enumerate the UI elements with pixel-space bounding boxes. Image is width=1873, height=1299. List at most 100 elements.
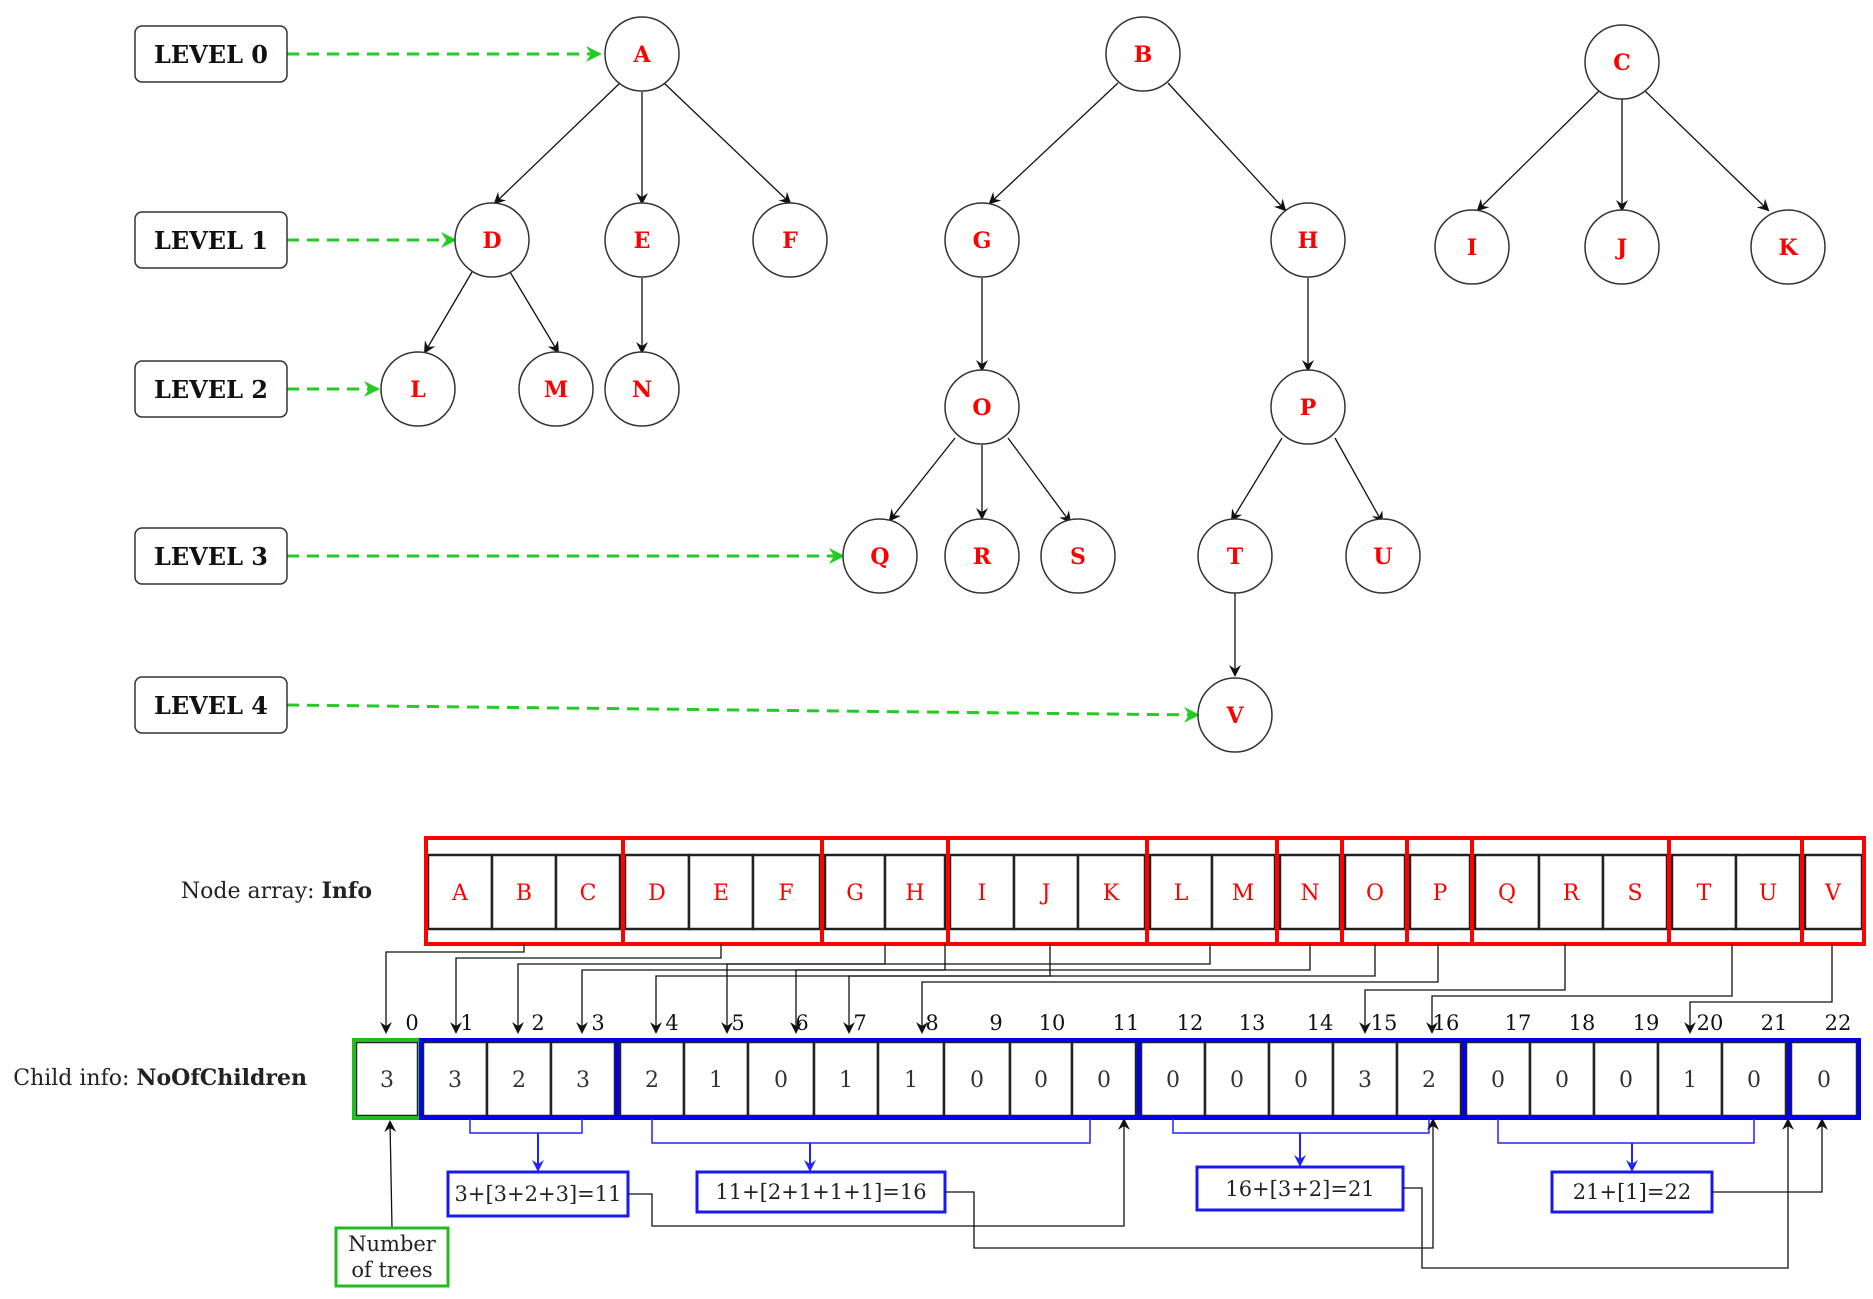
connector xyxy=(1426,944,1733,1034)
index-label: 0 xyxy=(405,1011,418,1035)
index-label: 4 xyxy=(665,1011,678,1035)
feedback-connector xyxy=(1712,1118,1828,1193)
child-cell-text: 3 xyxy=(576,1068,590,1093)
child-cell xyxy=(1720,1040,1788,1118)
info-cell xyxy=(1076,853,1147,931)
edge-o-q xyxy=(888,437,956,522)
info-cell xyxy=(883,853,947,931)
info-cell xyxy=(1734,853,1802,931)
node-u-label: U xyxy=(1373,544,1392,570)
child-cell-text: 0 xyxy=(1230,1068,1244,1093)
node-r-label: R xyxy=(973,544,992,570)
info-cell xyxy=(1343,853,1407,931)
level-2-label: LEVEL 2 xyxy=(154,375,268,404)
tree-edges xyxy=(423,82,1770,677)
info-cell xyxy=(490,853,558,931)
child-indices: 0 1 2 3 4 5 6 7 8 9 10 11 12 13 14 15 16… xyxy=(405,1011,1851,1035)
index-label: 6 xyxy=(795,1011,808,1035)
node-j-label: J xyxy=(1615,235,1627,261)
edge-c-i xyxy=(1476,89,1601,212)
sum-bracket xyxy=(469,1118,583,1134)
index-label: 10 xyxy=(1039,1011,1066,1035)
child-cell-text: 3 xyxy=(1358,1068,1372,1093)
child-cell-text: 0 xyxy=(970,1068,984,1093)
info-cell-text: C xyxy=(580,881,597,906)
node-m-label: M xyxy=(544,377,568,403)
index-label: 14 xyxy=(1307,1011,1334,1035)
child-cell-text: 0 xyxy=(1817,1068,1831,1093)
level-4-box xyxy=(134,676,288,734)
node-u xyxy=(1345,518,1421,594)
info-cell-text: D xyxy=(648,881,666,906)
index-label: 11 xyxy=(1113,1011,1140,1035)
feedback-connector xyxy=(628,1118,1130,1227)
children-array-label: Child info: NoOfChildren xyxy=(13,1065,307,1091)
child-cell-text: 1 xyxy=(1683,1068,1697,1093)
node-j xyxy=(1584,209,1660,285)
node-r xyxy=(944,518,1020,594)
edge-p-u xyxy=(1334,437,1383,524)
node-i-label: I xyxy=(1467,235,1477,261)
tree-count-label-line1: Number xyxy=(348,1232,437,1256)
info-cell-text: I xyxy=(978,881,987,906)
sum-bracket xyxy=(1497,1118,1755,1144)
index-label: 18 xyxy=(1569,1011,1596,1035)
child-cell-text: 3 xyxy=(448,1068,462,1093)
sum-bracket xyxy=(1172,1118,1430,1134)
sum-text: 21+[1]=22 xyxy=(1573,1180,1691,1204)
info-cell-text: N xyxy=(1300,881,1319,906)
child-cell-text: 2 xyxy=(645,1068,659,1093)
node-q-label: Q xyxy=(870,544,889,570)
child-cell-text: 0 xyxy=(1294,1068,1308,1093)
edge-d-l xyxy=(423,271,473,354)
child-cell xyxy=(1528,1040,1596,1118)
node-c xyxy=(1584,24,1660,100)
index-label: 12 xyxy=(1177,1011,1204,1035)
connector xyxy=(790,944,1311,1034)
index-label: 8 xyxy=(925,1011,938,1035)
node-e-label: E xyxy=(634,228,651,254)
info-cell xyxy=(1601,853,1669,931)
info-cell-text: B xyxy=(516,881,532,906)
info-cell-text: Q xyxy=(1498,881,1516,906)
child-cell-text: 1 xyxy=(839,1068,853,1093)
level-0-box xyxy=(134,25,288,83)
level-2-box xyxy=(134,360,288,418)
index-label: 1 xyxy=(460,1011,473,1035)
node-h-label: H xyxy=(1298,228,1319,254)
edge-a-f xyxy=(663,82,792,205)
child-cell-text: 0 xyxy=(1166,1068,1180,1093)
node-v xyxy=(1197,677,1273,753)
info-cell-text: G xyxy=(846,881,864,906)
child-cell-text: 0 xyxy=(774,1068,788,1093)
children-array: 3 3 2 3 2 1 0 1 1 0 0 0 0 0 0 3 2 0 0 xyxy=(352,1038,1861,1120)
sum-bracket xyxy=(651,1118,1091,1144)
sum-annotations: 3+[3+2+3]=11 11+[2+1+1+1]=16 16+[3+2]=21… xyxy=(446,1118,1755,1218)
child-cell-text: 0 xyxy=(1747,1068,1761,1093)
index-label: 19 xyxy=(1633,1011,1660,1035)
node-s xyxy=(1040,518,1116,594)
child-cell-text: 2 xyxy=(512,1068,526,1093)
child-cell xyxy=(1008,1040,1074,1118)
info-cell xyxy=(1012,853,1080,931)
node-n-label: N xyxy=(632,377,652,403)
edge-c-k xyxy=(1643,89,1770,212)
info-cell-text: V xyxy=(1824,881,1842,906)
index-label: 17 xyxy=(1505,1011,1532,1035)
child-cell-text: 2 xyxy=(1422,1068,1436,1093)
node-t-label: T xyxy=(1227,544,1244,570)
sum-box xyxy=(1195,1165,1405,1212)
node-f-label: F xyxy=(782,228,798,254)
info-cell-text: F xyxy=(778,881,793,906)
info-cell-text: K xyxy=(1103,881,1120,906)
node-e xyxy=(604,202,680,278)
level-4-label: LEVEL 4 xyxy=(154,691,268,720)
edge-a-d xyxy=(493,82,621,205)
child-cell-text: 1 xyxy=(904,1068,918,1093)
node-h xyxy=(1270,202,1346,278)
node-c-label: C xyxy=(1613,50,1631,76)
node-l xyxy=(380,351,456,427)
info-cell xyxy=(1210,853,1277,931)
child-cell-text: 0 xyxy=(1097,1068,1111,1093)
